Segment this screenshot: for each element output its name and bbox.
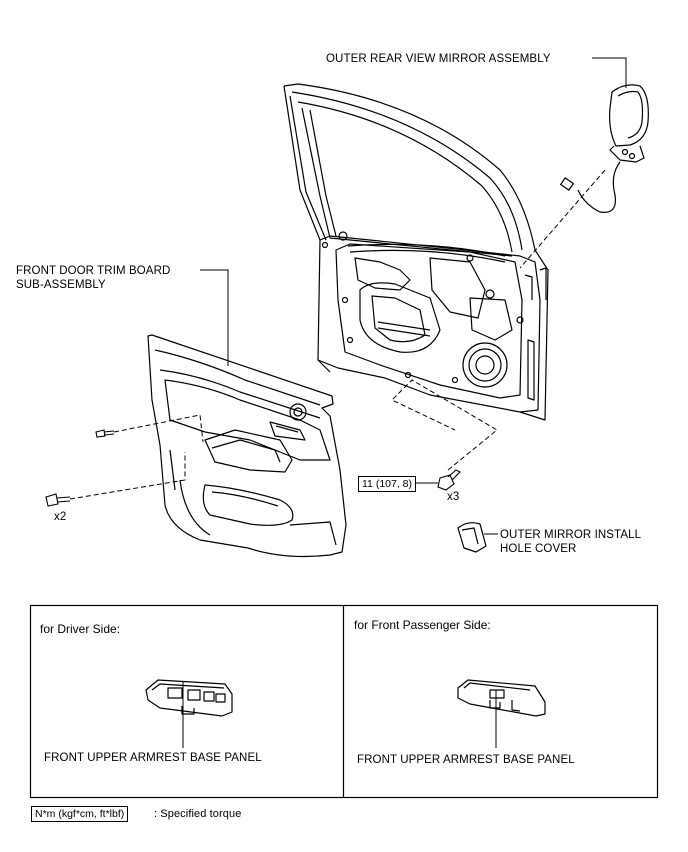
passenger-armrest-panel	[457, 679, 546, 717]
mirror-assembly	[560, 84, 649, 213]
nut-part	[437, 469, 461, 491]
door-frame	[283, 83, 549, 421]
torque-unit-box: N*m (kgf*cm, ft*lbf)	[31, 806, 129, 822]
passenger-side-title: for Front Passenger Side:	[354, 618, 491, 632]
panel-frames	[29, 604, 659, 799]
torque-box: 11 (107, 8)	[358, 476, 417, 492]
hole-cover-label-line2: HOLE COVER	[500, 543, 577, 555]
hole-cover-label-line1: OUTER MIRROR INSTALL	[500, 529, 642, 541]
driver-armrest-panel	[145, 679, 233, 717]
door-trim-board	[147, 334, 347, 558]
trim-board-label-line1: FRONT DOOR TRIM BOARD	[16, 265, 171, 277]
nut-quantity-label: x3	[447, 491, 460, 503]
dashed-lines	[69, 169, 606, 500]
hole-cover-part	[457, 522, 487, 553]
passenger-side-part-label: FRONT UPPER ARMREST BASE PANEL	[357, 754, 575, 766]
driver-side-part-label: FRONT UPPER ARMREST BASE PANEL	[44, 752, 262, 764]
mirror-assembly-label: OUTER REAR VIEW MIRROR ASSEMBLY	[326, 53, 551, 65]
driver-side-title: for Driver Side:	[40, 622, 121, 636]
trim-board-label-line2: SUB-ASSEMBLY	[16, 279, 106, 291]
torque-legend-description: : Specified torque	[154, 808, 242, 820]
screws	[45, 429, 115, 507]
screw-quantity-label: x2	[54, 511, 67, 523]
